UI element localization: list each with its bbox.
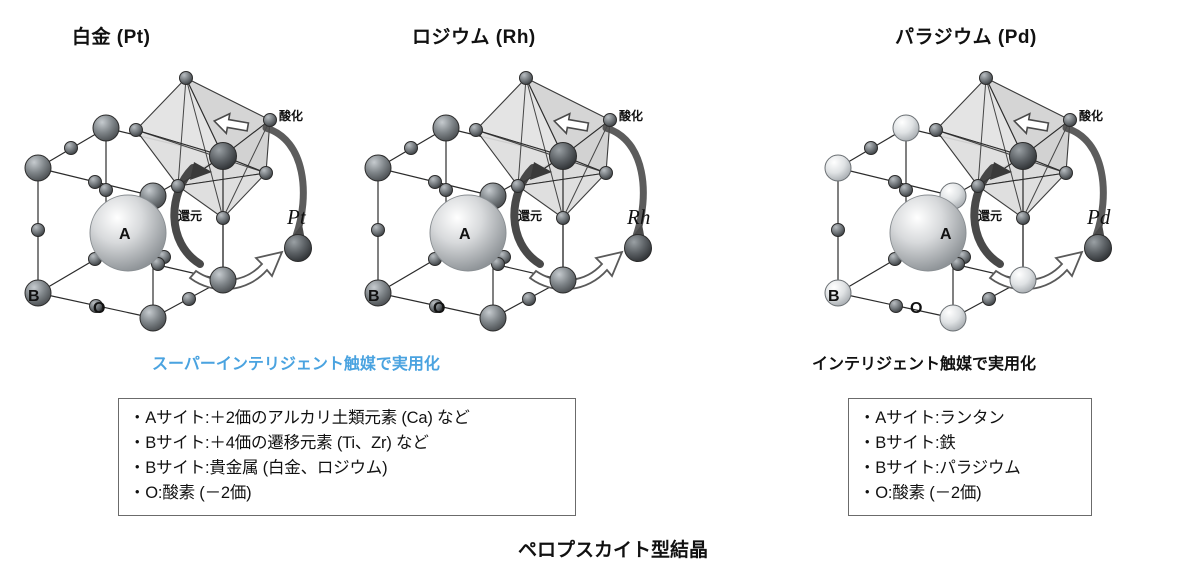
caption-super-intelligent: スーパーインテリジェント触媒で実用化	[152, 356, 440, 373]
infobox-left-line-1: ・Aサイト:＋2価のアルカリ土類元素 (Ca) など	[129, 409, 470, 427]
caption-intelligent: インテリジェント触媒で実用化	[812, 356, 1037, 373]
oxygen-label-pd: O	[910, 300, 923, 317]
infobox-left-line-2: ・Bサイト:＋4価の遷移元素 (Ti、Zr) など	[129, 434, 429, 452]
site-b-label-pt: B	[28, 288, 40, 305]
infobox-left-line-4: ・O:酸素 (－2価)	[129, 484, 252, 502]
crystal-diagram-pt	[18, 68, 348, 333]
metal-label-pt: Pt	[287, 205, 306, 229]
infobox-right-line-3: ・Bサイト:パラジウム	[859, 459, 1021, 477]
oxidation-label-pt: 酸化	[279, 109, 304, 123]
panel-title-rh: ロジウム (Rh)	[412, 27, 536, 48]
oxidation-label-rh: 酸化	[619, 109, 644, 123]
site-a-label-rh: A	[459, 226, 471, 243]
site-b-label-pd: B	[828, 288, 840, 305]
infobox-right-line-2: ・Bサイト:鉄	[859, 434, 956, 452]
crystal-diagram-pd	[818, 68, 1148, 333]
panel-title-pd: パラジウム (Pd)	[895, 27, 1037, 48]
infobox-right-line-1: ・Aサイト:ランタン	[859, 409, 1005, 427]
site-b-label-rh: B	[368, 288, 380, 305]
site-a-label-pt: A	[119, 226, 131, 243]
reduction-label-pt: 還元	[178, 209, 203, 223]
oxygen-label-pt: O	[93, 300, 106, 317]
oxygen-label-rh: O	[433, 300, 446, 317]
figure-bottom-caption: ペロプスカイト型結晶	[518, 540, 709, 561]
reduction-label-pd: 還元	[978, 209, 1003, 223]
reduction-label-rh: 還元	[518, 209, 543, 223]
infobox-right-line-4: ・O:酸素 (－2価)	[859, 484, 982, 502]
metal-label-pd: Pd	[1087, 205, 1111, 229]
oxidation-label-pd: 酸化	[1079, 109, 1104, 123]
infobox-right: ・Aサイト:ランタン ・Bサイト:鉄 ・Bサイト:パラジウム ・O:酸素 (－2…	[848, 398, 1092, 516]
infobox-left-line-3: ・Bサイト:貴金属 (白金、ロジウム)	[129, 459, 388, 477]
panel-title-pt: 白金 (Pt)	[72, 27, 151, 48]
metal-label-rh: Rh	[627, 205, 651, 229]
site-a-label-pd: A	[940, 226, 952, 243]
crystal-diagram-rh	[358, 68, 688, 333]
infobox-left: ・Aサイト:＋2価のアルカリ土類元素 (Ca) など ・Bサイト:＋4価の遷移元…	[118, 398, 576, 516]
